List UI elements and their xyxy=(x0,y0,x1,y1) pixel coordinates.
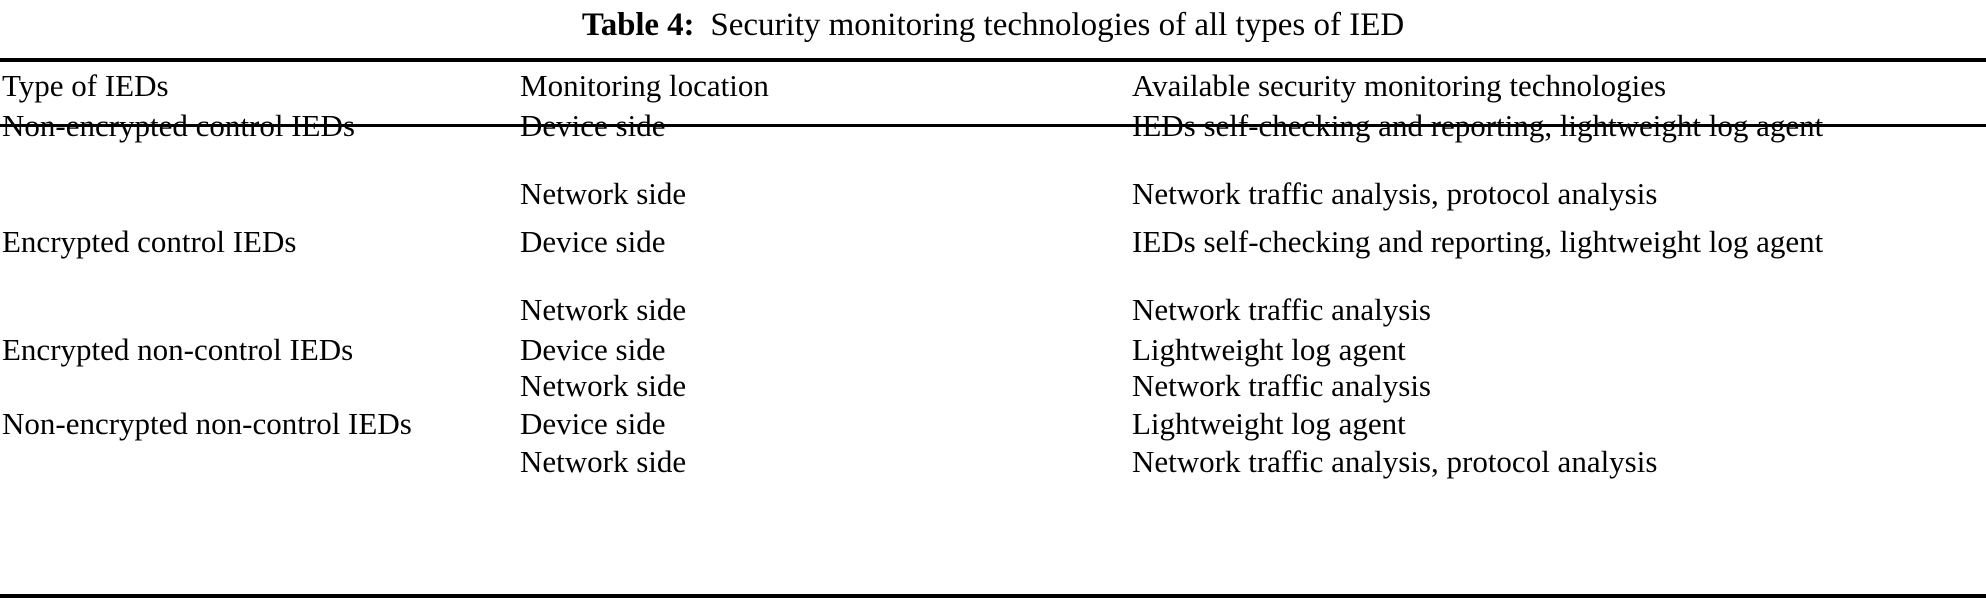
cell-location: Device side xyxy=(520,406,666,441)
cell-type: Encrypted non-control IEDs xyxy=(2,332,354,367)
cell-technologies: Network traffic analysis xyxy=(1132,292,1431,327)
column-header-technologies: Available security monitoring technologi… xyxy=(1132,68,1667,103)
table-caption: Table 4: Security monitoring technologie… xyxy=(0,0,1986,50)
table-caption-text: Security monitoring technologies of all … xyxy=(710,6,1405,43)
cell-type: Encrypted control IEDs xyxy=(2,224,297,259)
cell-technologies: Network traffic analysis, protocol analy… xyxy=(1132,176,1658,211)
cell-location: Network side xyxy=(520,292,687,327)
column-header-location: Monitoring location xyxy=(520,68,769,103)
cell-technologies: Network traffic analysis, protocol analy… xyxy=(1132,444,1658,479)
cell-location: Network side xyxy=(520,368,687,403)
table-header-rule xyxy=(0,124,1986,127)
cell-type: Non-encrypted non-control IEDs xyxy=(2,406,412,441)
cell-type: Non-encrypted control IEDs xyxy=(2,108,355,143)
table-caption-label: Table 4: xyxy=(581,6,695,43)
table-bottom-rule xyxy=(0,594,1986,598)
cell-technologies: Network traffic analysis xyxy=(1132,368,1431,403)
cell-location: Device side xyxy=(520,332,666,367)
cell-technologies: Lightweight log agent xyxy=(1132,406,1406,441)
cell-location: Device side xyxy=(520,224,666,259)
cell-technologies: IEDs self-checking and reporting, lightw… xyxy=(1132,108,1824,143)
cell-technologies: Lightweight log agent xyxy=(1132,332,1406,367)
cell-location: Network side xyxy=(520,176,687,211)
table-top-rule xyxy=(0,58,1986,62)
column-header-type: Type of IEDs xyxy=(2,68,169,103)
cell-technologies: IEDs self-checking and reporting, lightw… xyxy=(1132,224,1824,259)
cell-location: Network side xyxy=(520,444,687,479)
cell-location: Device side xyxy=(520,108,666,143)
